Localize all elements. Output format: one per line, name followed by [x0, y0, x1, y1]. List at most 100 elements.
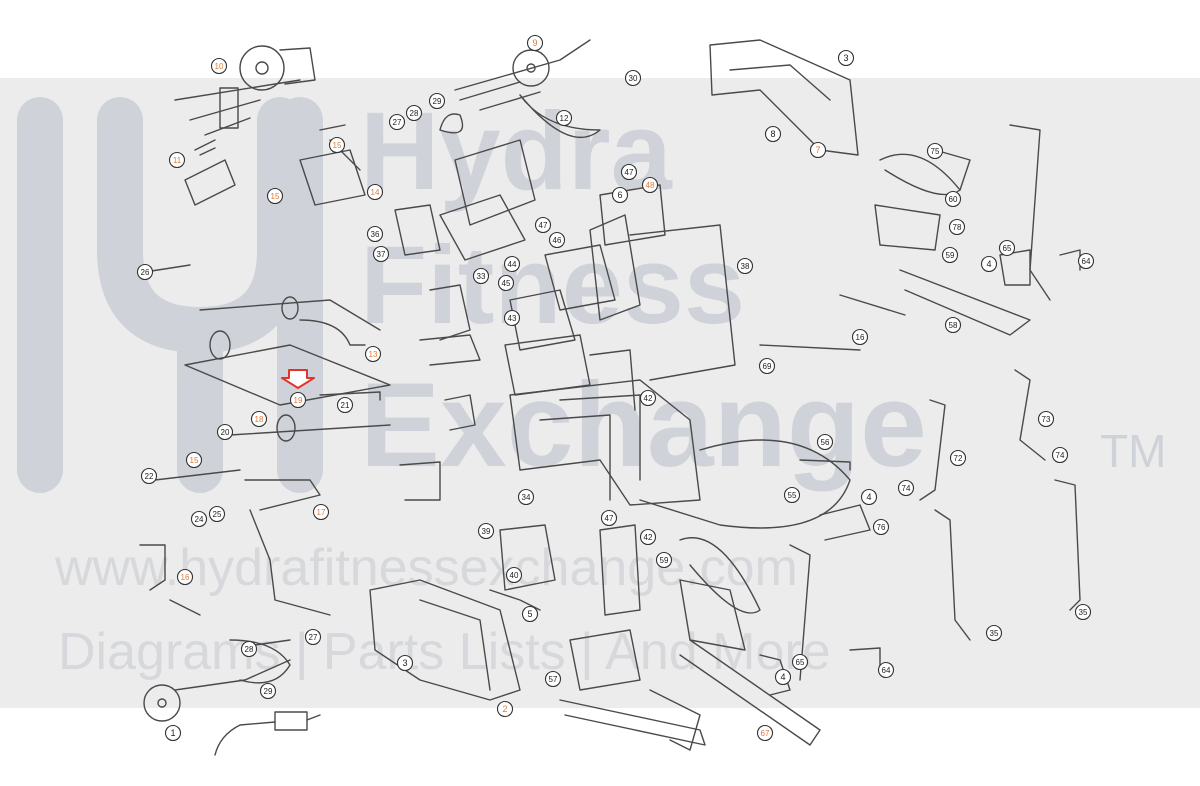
- callout-37: 37: [372, 245, 390, 263]
- callout-circle: [641, 176, 659, 194]
- callout-circle: [639, 389, 657, 407]
- callout-19: 19: [289, 391, 307, 409]
- callout-number: 48: [646, 181, 655, 190]
- callout-circle: [1037, 410, 1055, 428]
- callout-circle: [548, 231, 566, 249]
- callout-number: 4: [986, 259, 991, 269]
- callout-47: 47: [600, 509, 618, 527]
- callout-number: 4: [866, 492, 871, 502]
- callout-47: 47: [534, 216, 552, 234]
- callout-number: 4: [780, 672, 785, 682]
- callout-4: 4: [980, 255, 998, 273]
- callout-27: 27: [304, 628, 322, 646]
- callout-20: 20: [216, 423, 234, 441]
- callout-circle: [985, 624, 1003, 642]
- callout-circle: [611, 186, 629, 204]
- callout-circle: [477, 522, 495, 540]
- callout-number: 25: [213, 510, 222, 519]
- callout-number: 15: [271, 192, 280, 201]
- callout-64: 64: [877, 661, 895, 679]
- callout-29: 29: [428, 92, 446, 110]
- callout-9: 9: [526, 34, 544, 52]
- callout-circle: [783, 486, 801, 504]
- callout-3: 3: [837, 49, 855, 67]
- callout-circle: [639, 528, 657, 546]
- callout-circle: [176, 568, 194, 586]
- callout-number: 47: [625, 168, 634, 177]
- callout-circle: [396, 654, 414, 672]
- callout-circle: [534, 216, 552, 234]
- callout-circle: [851, 328, 869, 346]
- callout-42: 42: [639, 389, 657, 407]
- callout-number: 29: [264, 687, 273, 696]
- watermark-word-exchange: Exchange: [360, 358, 927, 492]
- callout-circle: [168, 151, 186, 169]
- callout-circle: [1074, 603, 1092, 621]
- callout-35: 35: [985, 624, 1003, 642]
- callout-circle: [897, 479, 915, 497]
- callout-60: 60: [944, 190, 962, 208]
- callout-13: 13: [364, 345, 382, 363]
- callout-3: 3: [396, 654, 414, 672]
- callout-number: 64: [1082, 257, 1091, 266]
- callout-number: 24: [195, 515, 204, 524]
- callout-number: 60: [949, 195, 958, 204]
- callout-39: 39: [477, 522, 495, 540]
- callout-circle: [304, 628, 322, 646]
- callout-number: 5: [527, 609, 532, 619]
- watermark-tagline: Diagrams | Parts Lists | And More: [58, 623, 831, 681]
- callout-number: 65: [1003, 244, 1012, 253]
- callout-78: 78: [948, 218, 966, 236]
- watermark-url: www.hydrafitnessexchange.com: [55, 539, 798, 597]
- callout-16: 16: [851, 328, 869, 346]
- callout-circle: [756, 724, 774, 742]
- callout-number: 43: [508, 314, 517, 323]
- callout-circle: [555, 109, 573, 127]
- callout-number: 16: [181, 573, 190, 582]
- callout-46: 46: [548, 231, 566, 249]
- callout-number: 59: [946, 251, 955, 260]
- callout-circle: [948, 218, 966, 236]
- callout-circle: [998, 239, 1016, 257]
- callout-44: 44: [503, 255, 521, 273]
- callout-1: 1: [164, 724, 182, 742]
- callout-circle: [185, 451, 203, 469]
- callout-number: 19: [294, 396, 303, 405]
- callout-circle: [860, 488, 878, 506]
- callout-number: 38: [741, 262, 750, 271]
- callout-22: 22: [140, 467, 158, 485]
- callout-circle: [364, 345, 382, 363]
- callout-56: 56: [816, 433, 834, 451]
- callout-30: 30: [624, 69, 642, 87]
- callout-circle: [544, 670, 562, 688]
- callout-circle: [503, 309, 521, 327]
- callout-circle: [503, 255, 521, 273]
- callout-11: 11: [168, 151, 186, 169]
- watermark-trademark: TM: [1100, 425, 1167, 477]
- callout-circle: [497, 274, 515, 292]
- callout-36: 36: [366, 225, 384, 243]
- callout-number: 27: [393, 118, 402, 127]
- callout-circle: [764, 125, 782, 143]
- callout-circle: [521, 605, 539, 623]
- callout-42: 42: [639, 528, 657, 546]
- callout-number: 47: [539, 221, 548, 230]
- callout-4: 4: [774, 668, 792, 686]
- callout-number: 15: [333, 141, 342, 150]
- callout-15: 15: [185, 451, 203, 469]
- callout-48: 48: [641, 176, 659, 194]
- callout-circle: [517, 488, 535, 506]
- callout-number: 45: [502, 279, 511, 288]
- callout-35: 35: [1074, 603, 1092, 621]
- callout-number: 74: [902, 484, 911, 493]
- callout-circle: [872, 518, 890, 536]
- callout-circle: [791, 653, 809, 671]
- callout-number: 20: [221, 428, 230, 437]
- callout-circle: [266, 187, 284, 205]
- callout-34: 34: [517, 488, 535, 506]
- callout-circle: [926, 142, 944, 160]
- callout-number: 18: [255, 415, 264, 424]
- callout-number: 8: [770, 129, 775, 139]
